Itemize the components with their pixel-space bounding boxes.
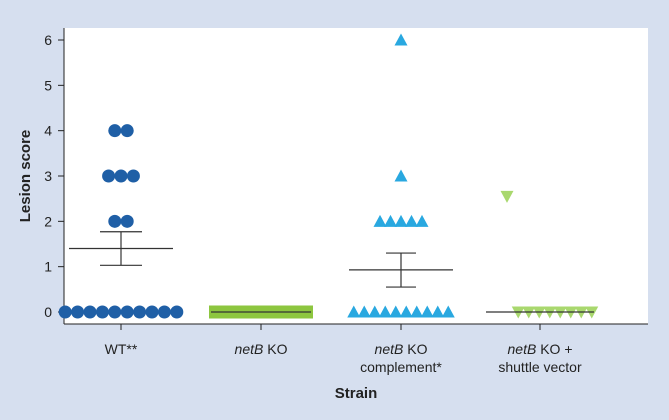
x-category-label: netB KO [375,341,428,357]
x-category-label: netB KO [235,341,288,357]
y-axis-title: Lesion score [17,130,34,223]
data-point-circle [108,124,122,138]
x-category-label: WT** [105,341,138,357]
data-point-circle [108,305,122,319]
plot-area [64,28,648,324]
data-point-circle [58,305,72,319]
y-tick-label: 6 [44,32,52,48]
data-point-circle [95,305,109,319]
data-point-circle [120,214,134,228]
y-tick-label: 1 [44,259,52,275]
y-tick-label: 5 [44,77,52,93]
data-point-triangle-up [394,214,408,227]
data-point-triangle-up [431,305,445,318]
x-category-label: complement* [360,359,442,375]
y-tick-label: 4 [44,123,52,139]
y-tick-label: 2 [44,213,52,229]
data-point-triangle-up [405,214,418,227]
x-category-label: netB KO + [508,341,573,357]
data-point-circle [102,169,116,183]
data-point-circle [83,305,97,319]
data-point-triangle-up [384,214,397,227]
data-point-circle [145,305,159,319]
data-point-triangle-up [368,305,382,318]
data-point-triangle-up [357,305,371,318]
data-point-circle [114,169,128,183]
data-point-circle [157,305,171,319]
data-point-triangle-up [420,305,434,318]
data-point-circle [120,305,134,319]
data-point-triangle-up [410,305,424,318]
data-point-triangle-up [389,305,403,318]
data-point-circle [108,214,122,228]
y-tick-label: 3 [44,168,52,184]
data-point-triangle-down [500,190,514,203]
data-point-triangle-up [378,305,392,318]
data-point-circle [133,305,147,319]
data-point-circle [170,305,184,319]
data-point-triangle-up [373,214,387,227]
data-point-triangle-up [441,305,455,318]
data-point-circle [71,305,85,319]
x-category-label: shuttle vector [498,359,582,375]
data-point-triangle-up [394,33,408,46]
data-point-triangle-up [394,169,408,182]
data-point-circle [126,169,140,183]
data-point-circle [120,124,134,138]
y-tick-label: 0 [44,304,52,320]
data-point-triangle-up [399,305,413,318]
data-point-triangle-up [415,214,429,227]
data-point-triangle-up [347,305,361,318]
x-axis-title: Strain [335,385,378,402]
